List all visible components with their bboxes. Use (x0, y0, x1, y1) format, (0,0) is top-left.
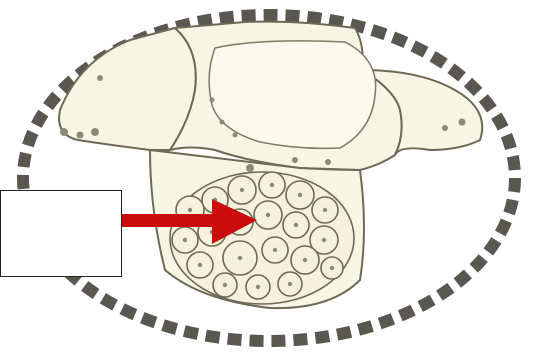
label-box (0, 190, 122, 277)
cell-mass (170, 172, 354, 304)
red-arrow-shaft (122, 214, 214, 227)
